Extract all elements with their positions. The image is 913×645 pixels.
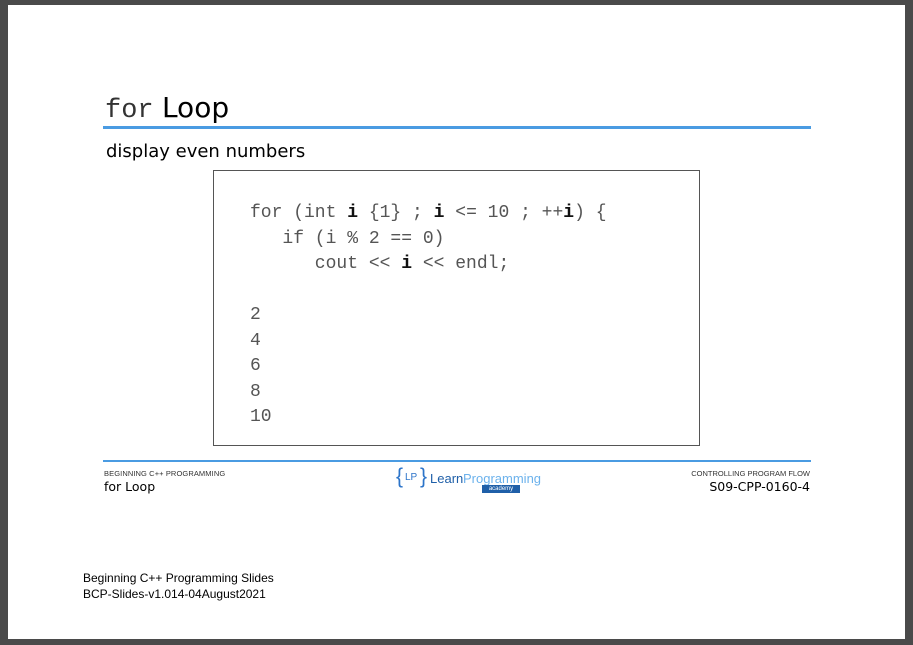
code-token: <= 10 ; ++ <box>444 203 564 223</box>
output-line: 6 <box>250 356 261 376</box>
code-token: if (i % 2 == 0) <box>250 228 445 249</box>
document-version: BCP-Slides-v1.014-04August2021 <box>83 587 266 601</box>
logo-brace-right-icon: } <box>420 465 428 488</box>
output-line: 8 <box>250 381 261 402</box>
learnprogramming-logo: { LP } Learn Programming academy <box>396 465 541 495</box>
code-listing: for (int i {1} ; i <= 10 ; ++i) { if (i … <box>250 201 607 431</box>
code-token: i <box>347 203 359 223</box>
output-line: 2 <box>250 305 261 325</box>
logo-learn: Learn <box>430 471 464 486</box>
title-code-keyword: for <box>105 96 154 126</box>
code-token: i <box>401 254 413 274</box>
title-divider <box>103 126 811 129</box>
code-token: << endl; <box>412 254 510 274</box>
title-word: Loop <box>161 91 230 124</box>
footer-course-label: BEGINNING C++ PROGRAMMING <box>104 469 226 478</box>
slide-subtitle: display even numbers <box>106 141 306 162</box>
logo-programming: Programming <box>463 471 542 486</box>
output-line: 10 <box>250 407 272 427</box>
footer-topic: for Loop <box>104 479 156 494</box>
code-token: i <box>433 203 445 223</box>
code-token: {1} ; <box>358 203 434 223</box>
slide-title: for Loop <box>105 91 229 126</box>
code-line: for (int i {1} ; i <= 10 ; ++i) { <box>250 201 607 227</box>
code-token: cout << <box>250 254 402 274</box>
code-block: for (int i {1} ; i <= 10 ; ++i) { if (i … <box>213 170 700 446</box>
code-spacer <box>250 278 607 304</box>
code-token: i <box>563 203 575 223</box>
logo-brace-left-icon: { <box>396 465 404 488</box>
slide-page: for Loop display even numbers for (int i… <box>8 5 905 639</box>
output-line: 4 <box>250 330 261 351</box>
code-token: ) { <box>574 203 607 223</box>
code-line: cout << i << endl; <box>250 252 607 278</box>
footer-divider <box>103 460 811 462</box>
logo-lp: LP <box>405 472 418 483</box>
code-line: if (i % 2 == 0) <box>250 227 607 253</box>
logo-academy: academy <box>482 485 520 493</box>
footer-slide-id: S09-CPP-0160-4 <box>709 479 810 494</box>
document-title: Beginning C++ Programming Slides <box>83 571 274 585</box>
code-token: for (int <box>250 203 348 223</box>
footer-section-label: CONTROLLING PROGRAM FLOW <box>691 469 810 478</box>
